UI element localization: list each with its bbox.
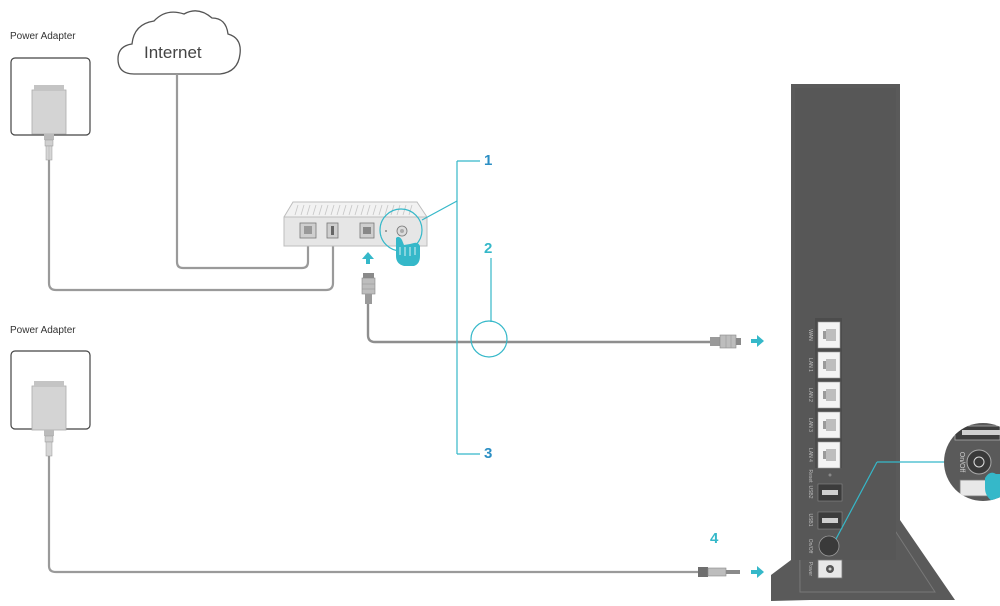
internet-cloud bbox=[117, 10, 241, 75]
port-label-usb1: USB1 bbox=[807, 513, 813, 526]
modem bbox=[283, 201, 428, 252]
up-arrow-icon bbox=[362, 252, 374, 264]
port-label-power: Power bbox=[807, 562, 813, 577]
ethernet-cable bbox=[366, 304, 710, 344]
ethernet-plug-router bbox=[710, 334, 741, 349]
port-label-onoff: On/Off bbox=[807, 539, 813, 554]
step-number-3: 3 bbox=[484, 445, 493, 462]
right-arrow-icon bbox=[751, 335, 764, 347]
router: WAN LAN 1 LAN 2 LAN 3 LAN 4 Reset USB2 U… bbox=[771, 84, 955, 601]
power-adapter-label-top: Power Adapter bbox=[10, 31, 76, 42]
port-label-lan2: LAN 2 bbox=[807, 388, 813, 402]
onoff-zoom-detail: On/Off bbox=[944, 423, 1000, 501]
step-bracket bbox=[421, 160, 492, 455]
step-number-1: 1 bbox=[484, 152, 493, 169]
step-number-2: 2 bbox=[484, 240, 493, 257]
zoom-label-onoff: On/Off bbox=[958, 452, 965, 473]
step-number-4: 4 bbox=[710, 530, 719, 547]
dc-power-plug bbox=[698, 567, 740, 577]
internet-label: Internet bbox=[144, 43, 202, 62]
port-label-lan3: LAN 3 bbox=[807, 418, 813, 432]
zoom-callout-line bbox=[835, 461, 878, 540]
modem-power-adapter bbox=[10, 57, 91, 161]
right-arrow-icon-2 bbox=[751, 566, 764, 578]
router-power-cable bbox=[47, 456, 700, 574]
router-power-adapter bbox=[10, 350, 91, 457]
port-label-lan1: LAN 1 bbox=[807, 358, 813, 372]
ethernet-plug-modem bbox=[361, 273, 376, 304]
hand-press-icon bbox=[396, 236, 420, 266]
internet-cable bbox=[175, 74, 310, 270]
power-adapter-label-bottom: Power Adapter bbox=[10, 325, 76, 336]
port-label-usb2: USB2 bbox=[807, 485, 813, 498]
cable-highlight-circle bbox=[470, 320, 508, 358]
port-label-lan4: LAN 4 bbox=[807, 448, 813, 462]
modem-power-cable bbox=[47, 160, 335, 292]
port-label-reset: Reset bbox=[807, 469, 813, 483]
port-label-wan: WAN bbox=[807, 329, 813, 341]
